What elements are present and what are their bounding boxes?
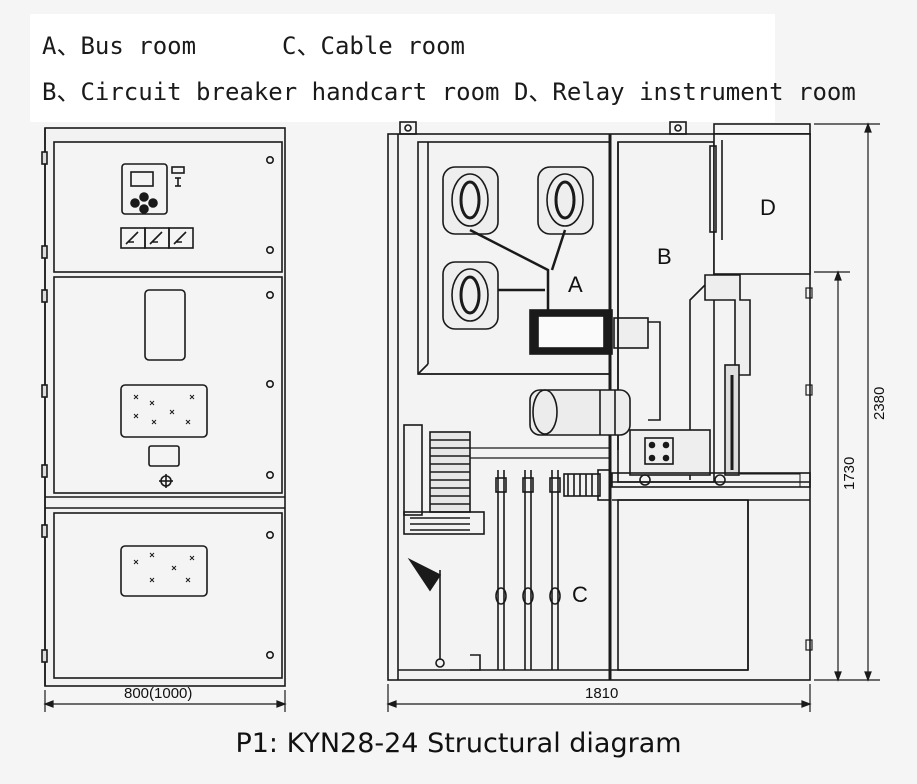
breaker-nameplate	[120, 384, 208, 438]
room-label-d: D	[760, 195, 776, 220]
lower-height-label: 1730	[841, 457, 858, 490]
room-label-a: A	[568, 272, 583, 297]
cable-terminations	[495, 470, 561, 670]
side-dimensions	[386, 122, 880, 712]
busbar-insulator-3	[442, 261, 499, 330]
legend-row-2: B、Circuit breaker handcart room D、Relay …	[42, 72, 856, 107]
legend-relay-room: D、Relay instrument room	[513, 78, 856, 106]
meter-3	[168, 227, 194, 249]
legend-row-1: A、Bus room C、Cable room	[42, 26, 465, 61]
total-height-label: 2380	[871, 387, 888, 420]
front-width-dimension	[43, 690, 287, 712]
room-label-b: B	[657, 244, 672, 269]
operation-slot	[148, 445, 180, 467]
legend-cable-room: C、Cable room	[282, 32, 465, 60]
busbar-insulator-1	[442, 166, 499, 235]
side-view	[387, 121, 811, 681]
room-label-c: C	[572, 582, 588, 607]
relay-controller	[121, 163, 168, 215]
busbar-insulator-2	[537, 166, 594, 235]
relay-door	[53, 141, 283, 273]
relay-room-frame	[713, 133, 811, 275]
cable-nameplate	[120, 545, 208, 597]
front-view	[41, 127, 286, 687]
front-width-label: 800(1000)	[124, 685, 192, 702]
room-legend: A、Bus room C、Cable room B、Circuit breaker…	[30, 14, 856, 122]
figure-caption: P1: KYN28-24 Structural diagram	[235, 728, 682, 759]
legend-breaker-room: B、Circuit breaker handcart room	[42, 78, 500, 106]
handcart	[629, 429, 711, 476]
legend-bus-room: A、Bus room	[42, 32, 197, 60]
front-view-marks	[133, 394, 195, 583]
side-depth-label: 1810	[585, 685, 618, 702]
viewing-window	[144, 289, 186, 361]
